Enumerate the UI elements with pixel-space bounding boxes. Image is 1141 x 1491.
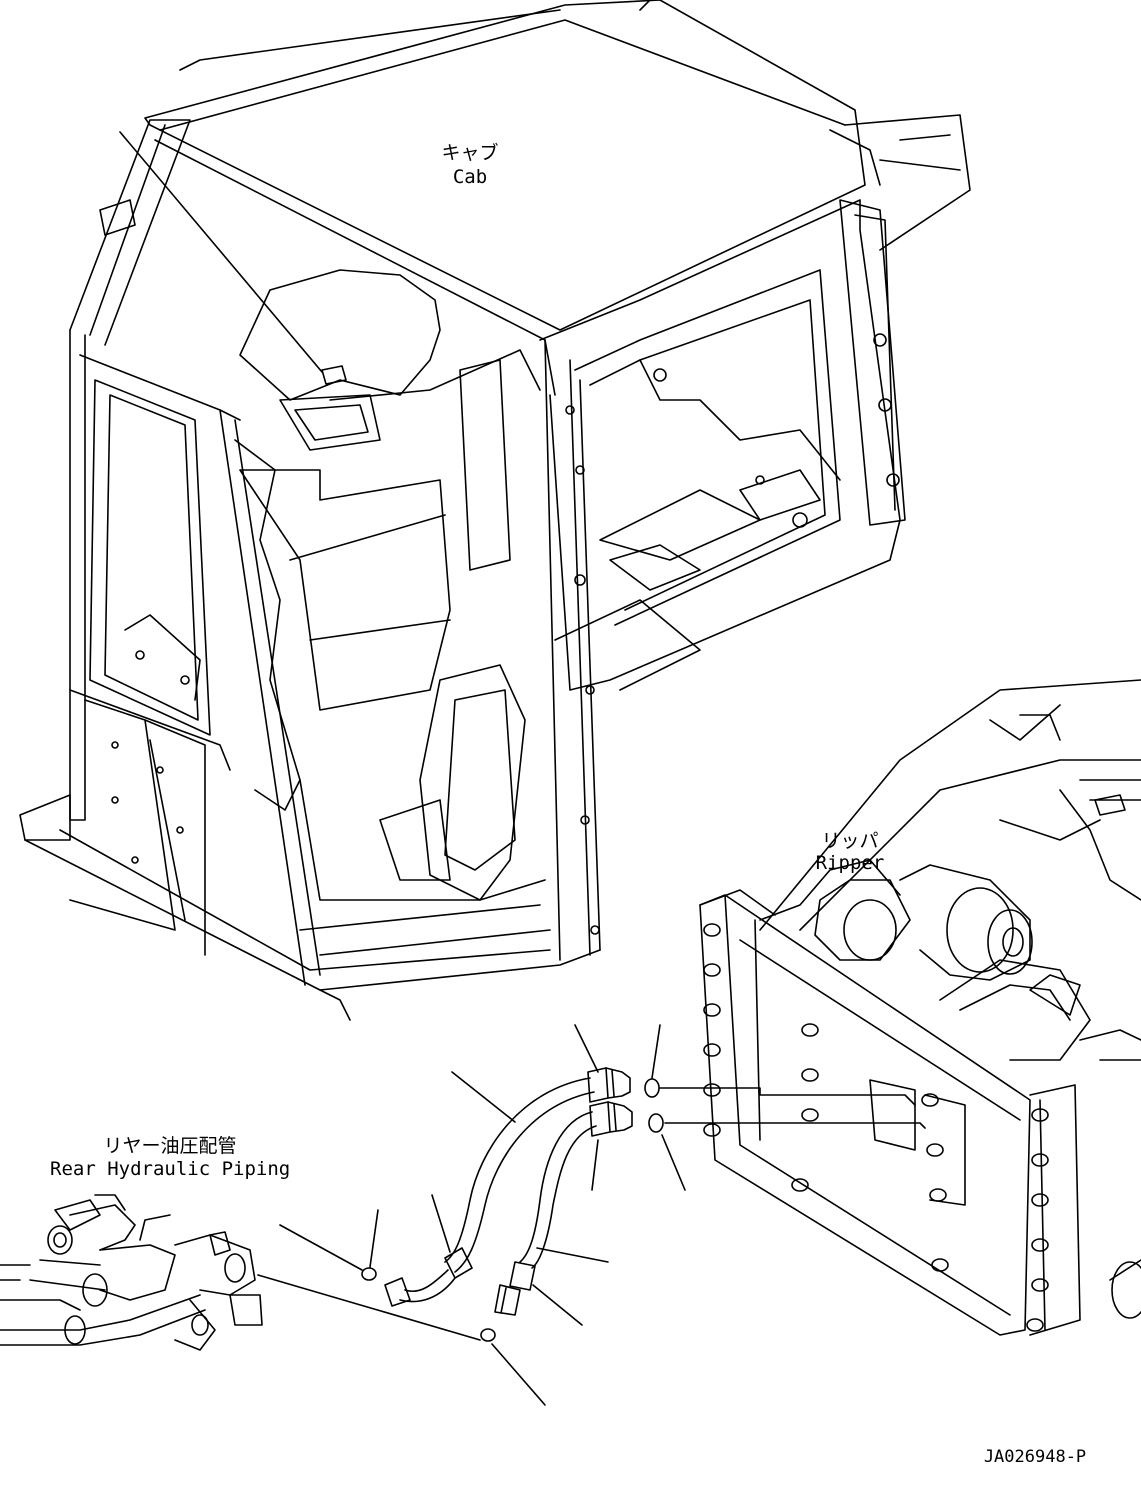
cab-label-en: Cab	[452, 166, 488, 188]
hose-assembly	[384, 1067, 633, 1316]
drawing-number: JA026948-P	[983, 1447, 1087, 1467]
leader-lines	[257, 1024, 926, 1406]
rear-piping-drawing	[0, 1194, 263, 1351]
rear-piping-label-en: Rear Hydraulic Piping	[50, 1158, 291, 1180]
ripper-bolts	[703, 923, 1049, 1332]
cab-drawing	[19, 0, 971, 1021]
cab-label-jp: キャブ	[441, 142, 499, 164]
rear-piping-label-jp: リヤー油圧配管	[103, 1135, 237, 1157]
ripper-label-jp: リッパ	[821, 830, 879, 852]
o-rings	[361, 1078, 664, 1342]
ripper-drawing	[699, 679, 1141, 1336]
ripper-label-en: Ripper	[815, 852, 885, 874]
